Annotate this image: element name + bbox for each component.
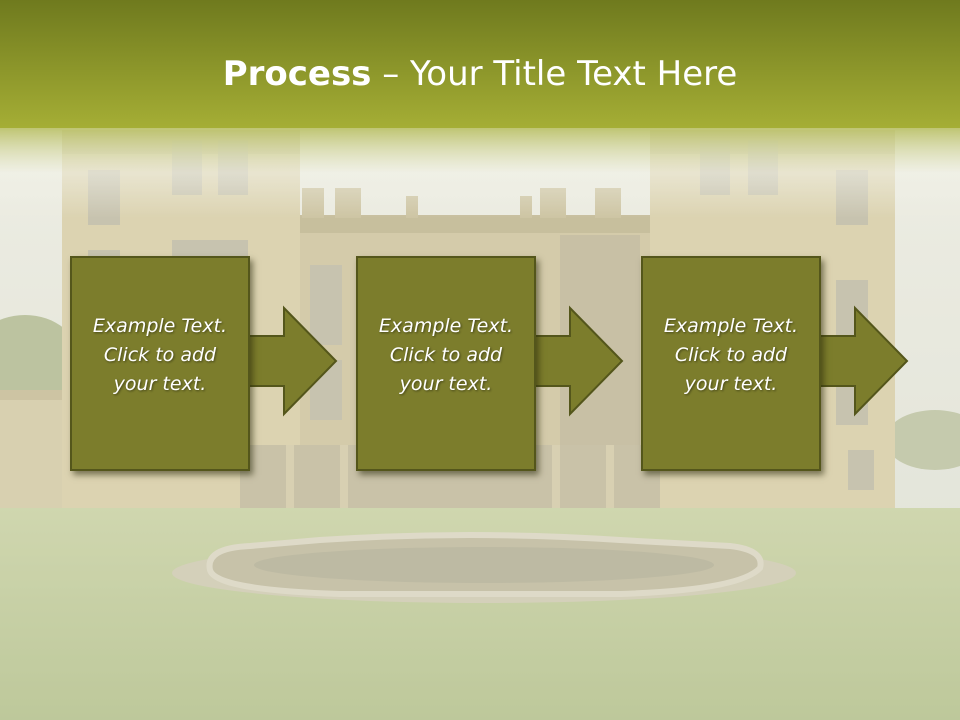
arrow-3 [812,305,909,417]
step-box-3[interactable]: Example Text. Click to add your text. [641,256,821,471]
arrow-1 [241,305,338,417]
step-line: Click to add [103,344,217,366]
step-line: Click to add [674,344,788,366]
title-strong: Process [222,54,372,94]
step-line: your text. [113,373,207,395]
step-line: Click to add [389,344,503,366]
step-text-3[interactable]: Example Text. Click to add your text. [643,312,819,399]
step-box-1[interactable]: Example Text. Click to add your text. [70,256,250,471]
step-line: your text. [399,373,493,395]
step-line: Example Text. [663,315,799,337]
step-line: Example Text. [378,315,514,337]
step-line: your text. [684,373,778,395]
step-text-1[interactable]: Example Text. Click to add your text. [72,312,248,399]
step-box-2[interactable]: Example Text. Click to add your text. [356,256,536,471]
step-text-2[interactable]: Example Text. Click to add your text. [358,312,534,399]
title-rest: – Your Title Text Here [371,54,738,94]
step-line: Example Text. [92,315,228,337]
slide-title[interactable]: Process – Your Title Text Here [0,52,960,96]
arrow-2 [527,305,624,417]
